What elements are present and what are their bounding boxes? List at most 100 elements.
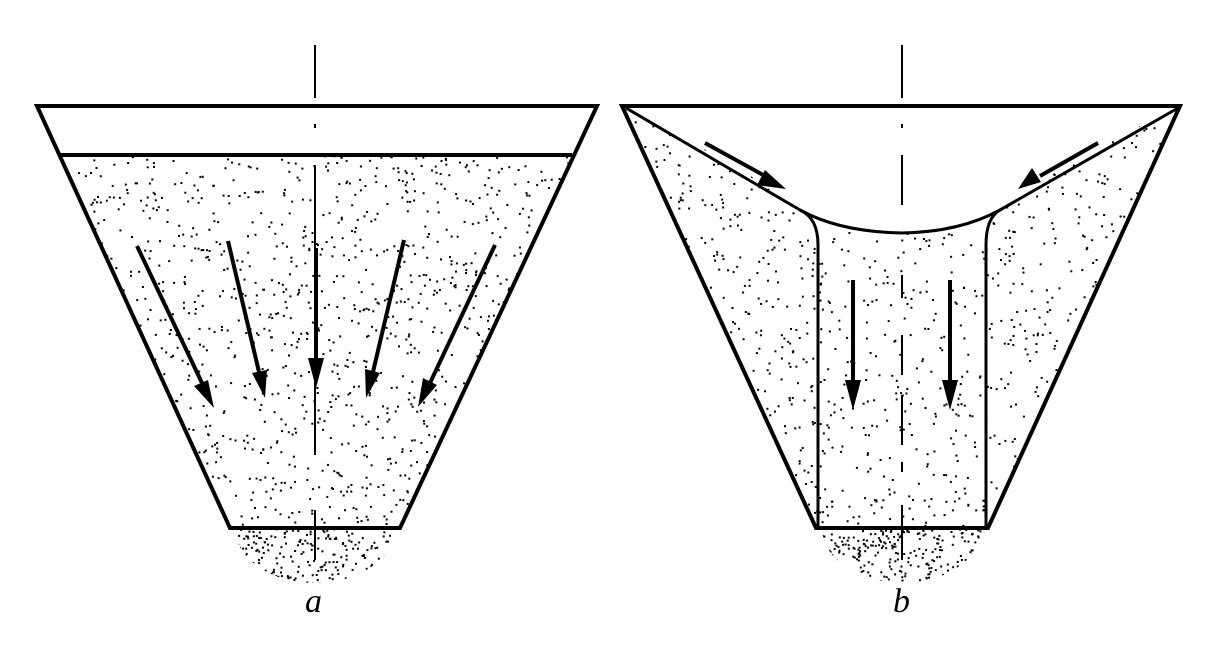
grain-dot [370, 220, 373, 223]
grain-dot [745, 482, 747, 485]
grain-dot [426, 235, 429, 238]
grain-dot [847, 250, 850, 253]
grain-dot [434, 165, 437, 168]
grain-dot [239, 581, 242, 583]
grain-dot [281, 223, 284, 226]
grain-dot [220, 329, 223, 332]
grain-dot [337, 472, 340, 475]
grain-dot [640, 315, 643, 318]
grain-dot [648, 454, 651, 457]
grain-dot [377, 486, 380, 488]
grain-dot [283, 192, 286, 195]
grain-dot [624, 386, 627, 389]
grain-dot [521, 401, 524, 404]
grain-dot [327, 534, 330, 537]
grain-dot [124, 183, 127, 186]
grain-dot [867, 546, 869, 549]
grain-dot [801, 295, 804, 298]
grain-dot [683, 341, 686, 344]
grain-dot [773, 246, 776, 249]
grain-dot [80, 211, 83, 214]
grain-dot [534, 253, 537, 256]
grain-dot [141, 286, 144, 288]
grain-dot [982, 499, 985, 502]
grain-dot [270, 336, 272, 339]
grain-dot [476, 164, 479, 167]
grain-dot [263, 583, 265, 585]
grain-dot [743, 284, 746, 287]
grain-dot [758, 260, 761, 263]
grain-dot [301, 167, 304, 170]
grain-dot [481, 340, 484, 343]
grain-dot [812, 357, 815, 360]
grain-dot [174, 183, 177, 186]
grain-dot [631, 236, 634, 238]
grain-dot [133, 449, 136, 452]
grain-dot [259, 409, 262, 411]
grain-dot [440, 183, 443, 186]
grain-dot [217, 221, 220, 224]
grain-dot [798, 337, 801, 339]
grain-dot [521, 382, 524, 385]
grain-dot [566, 433, 569, 436]
grain-dot [746, 197, 749, 200]
grain-dot [1102, 433, 1105, 436]
grain-dot [1113, 276, 1116, 279]
grain-dot [889, 541, 891, 544]
grain-dot [91, 299, 94, 302]
grain-dot [713, 516, 716, 519]
grain-dot [322, 428, 325, 431]
grain-dot [1069, 504, 1072, 506]
grain-dot [1125, 407, 1128, 409]
grain-dot [1113, 354, 1116, 357]
grain-dot [136, 357, 139, 360]
grain-dot [710, 326, 713, 329]
grain-dot [524, 397, 527, 400]
grain-dot [365, 307, 368, 310]
grain-dot [635, 484, 638, 487]
grain-dot [294, 427, 297, 430]
grain-dot [852, 536, 855, 539]
grain-dot [386, 248, 389, 251]
grain-dot [795, 365, 798, 368]
grain-dot [120, 438, 122, 440]
grain-dot [333, 470, 336, 473]
grain-dot [159, 240, 161, 243]
grain-dot [492, 314, 495, 317]
grain-dot [887, 537, 890, 540]
grain-dot [540, 246, 543, 248]
grain-dot [858, 555, 860, 558]
grain-dot [540, 269, 543, 272]
grain-dot [961, 536, 964, 539]
grain-dot [955, 429, 957, 432]
grain-dot [1117, 375, 1120, 377]
grain-dot [301, 574, 304, 577]
grain-dot [1103, 287, 1106, 290]
grain-dot [165, 519, 168, 522]
grain-dot [98, 350, 101, 353]
grain-dot [110, 151, 112, 153]
grain-dot [408, 392, 411, 395]
grain-dot [367, 308, 370, 311]
grain-dot [1116, 326, 1119, 329]
grain-dot [1126, 470, 1129, 473]
grain-dot [1054, 344, 1057, 347]
grain-dot [243, 396, 246, 399]
grain-dot [87, 395, 90, 398]
grain-dot [278, 582, 281, 583]
grain-dot [722, 206, 725, 209]
grain-dot [903, 531, 905, 534]
grain-dot [539, 239, 542, 242]
grain-dot [755, 331, 758, 334]
grain-dot [411, 439, 414, 442]
grain-dot [170, 356, 173, 358]
grain-dot [568, 235, 571, 238]
grain-dot [121, 405, 124, 408]
grain-dot [533, 498, 536, 501]
grain-dot [262, 448, 265, 451]
grain-dot [328, 577, 331, 580]
grain-dot [489, 517, 492, 520]
grain-dot [654, 345, 657, 348]
grain-dot [931, 551, 934, 553]
grain-dot [1038, 433, 1041, 436]
